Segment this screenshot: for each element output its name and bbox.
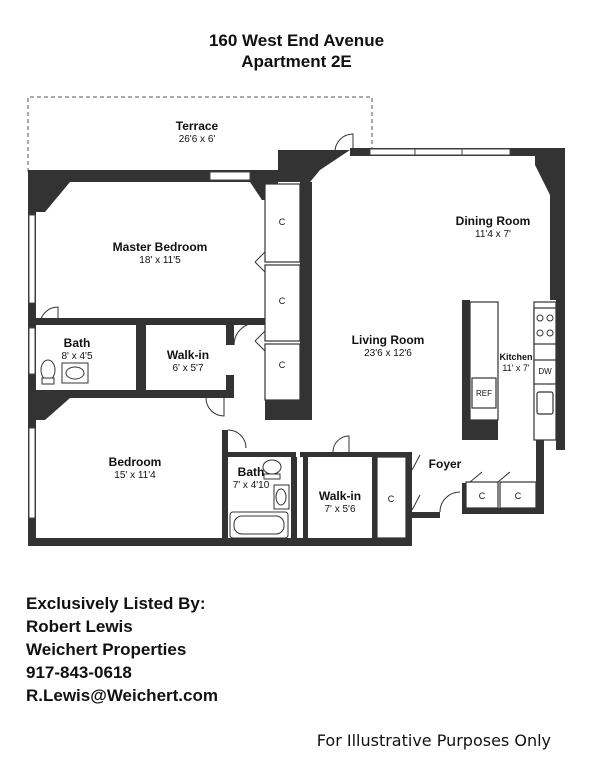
room-dimensions: 6' x 5'7	[172, 363, 204, 374]
room-name: Bath	[237, 465, 265, 479]
room-dimensions: 11'4 x 7'	[475, 229, 511, 240]
doors	[39, 133, 511, 513]
email-address: R.Lewis@Weichert.com	[26, 686, 218, 705]
foyer-label: Foyer	[428, 457, 462, 471]
terrace-label: Terrace 26'6 x 6'	[147, 119, 247, 146]
room-name: Walk-in	[166, 348, 210, 362]
floorplan-unit: Apartment 2E	[241, 52, 352, 71]
room-dimensions: 15' x 11'4	[114, 470, 156, 481]
room-name: Walk-in	[318, 489, 362, 503]
room-dimensions: 18' x 11'5	[139, 255, 181, 266]
stove-burners	[536, 314, 554, 337]
room-name: Dining Room	[455, 214, 531, 228]
bedroom-label: Bedroom 15' x 11'4	[85, 455, 185, 482]
room-dimensions: 23'6 x 12'6	[364, 348, 412, 359]
walk-in-2-label: Walk-in 7' x 5'6	[309, 489, 371, 516]
bath-2-label: Bath 7' x 4'10	[228, 465, 274, 492]
room-dimensions: 7' x 4'10	[232, 480, 270, 491]
dining-room-label: Dining Room 11'4 x 7'	[443, 214, 543, 241]
agent-name: Robert Lewis	[26, 617, 133, 636]
walk-in-1-label: Walk-in 6' x 5'7	[150, 348, 226, 375]
listing-heading: Exclusively Listed By:	[26, 594, 206, 613]
floorplan-address: 160 West End Avenue	[208, 31, 385, 50]
room-dimensions: 8' x 4'5	[61, 351, 93, 362]
room-name: Master Bedroom	[112, 240, 208, 254]
room-name: Bedroom	[108, 455, 162, 469]
windows	[28, 148, 511, 519]
closet-label: C	[514, 491, 522, 501]
refrigerator-label: REF	[476, 389, 492, 398]
room-dimensions: 11' x 7'	[502, 363, 530, 373]
closet-label: C	[278, 296, 286, 306]
listing-contact: Exclusively Listed By: Robert Lewis Weic…	[26, 592, 218, 707]
living-room-label: Living Room 23'6 x 12'6	[338, 333, 438, 360]
closet-label: C	[478, 491, 486, 501]
closet-label: C	[278, 360, 286, 370]
company-name: Weichert Properties	[26, 640, 187, 659]
room-name: Terrace	[175, 119, 219, 133]
bath-fixtures	[40, 359, 290, 539]
kitchen-counters	[469, 301, 557, 441]
master-bedroom-label: Master Bedroom 18' x 11'5	[100, 240, 220, 267]
closets	[264, 183, 537, 539]
dishwasher-label: DW	[538, 367, 552, 376]
room-dimensions: 26'6 x 6'	[178, 134, 216, 145]
terrace-outline	[27, 96, 373, 172]
phone-number: 917-843-0618	[26, 663, 132, 682]
room-name: Bath	[63, 336, 91, 350]
disclaimer: For Illustrative Purposes Only	[316, 731, 551, 750]
room-dimensions: 7' x 5'6	[324, 504, 356, 515]
closet-label: C	[387, 494, 395, 504]
room-name: Living Room	[351, 333, 425, 347]
room-name: Kitchen	[499, 352, 533, 362]
closet-label: C	[278, 217, 286, 227]
kitchen-label: Kitchen 11' x 7'	[496, 352, 536, 374]
bath-1-label: Bath 8' x 4'5	[52, 336, 102, 363]
